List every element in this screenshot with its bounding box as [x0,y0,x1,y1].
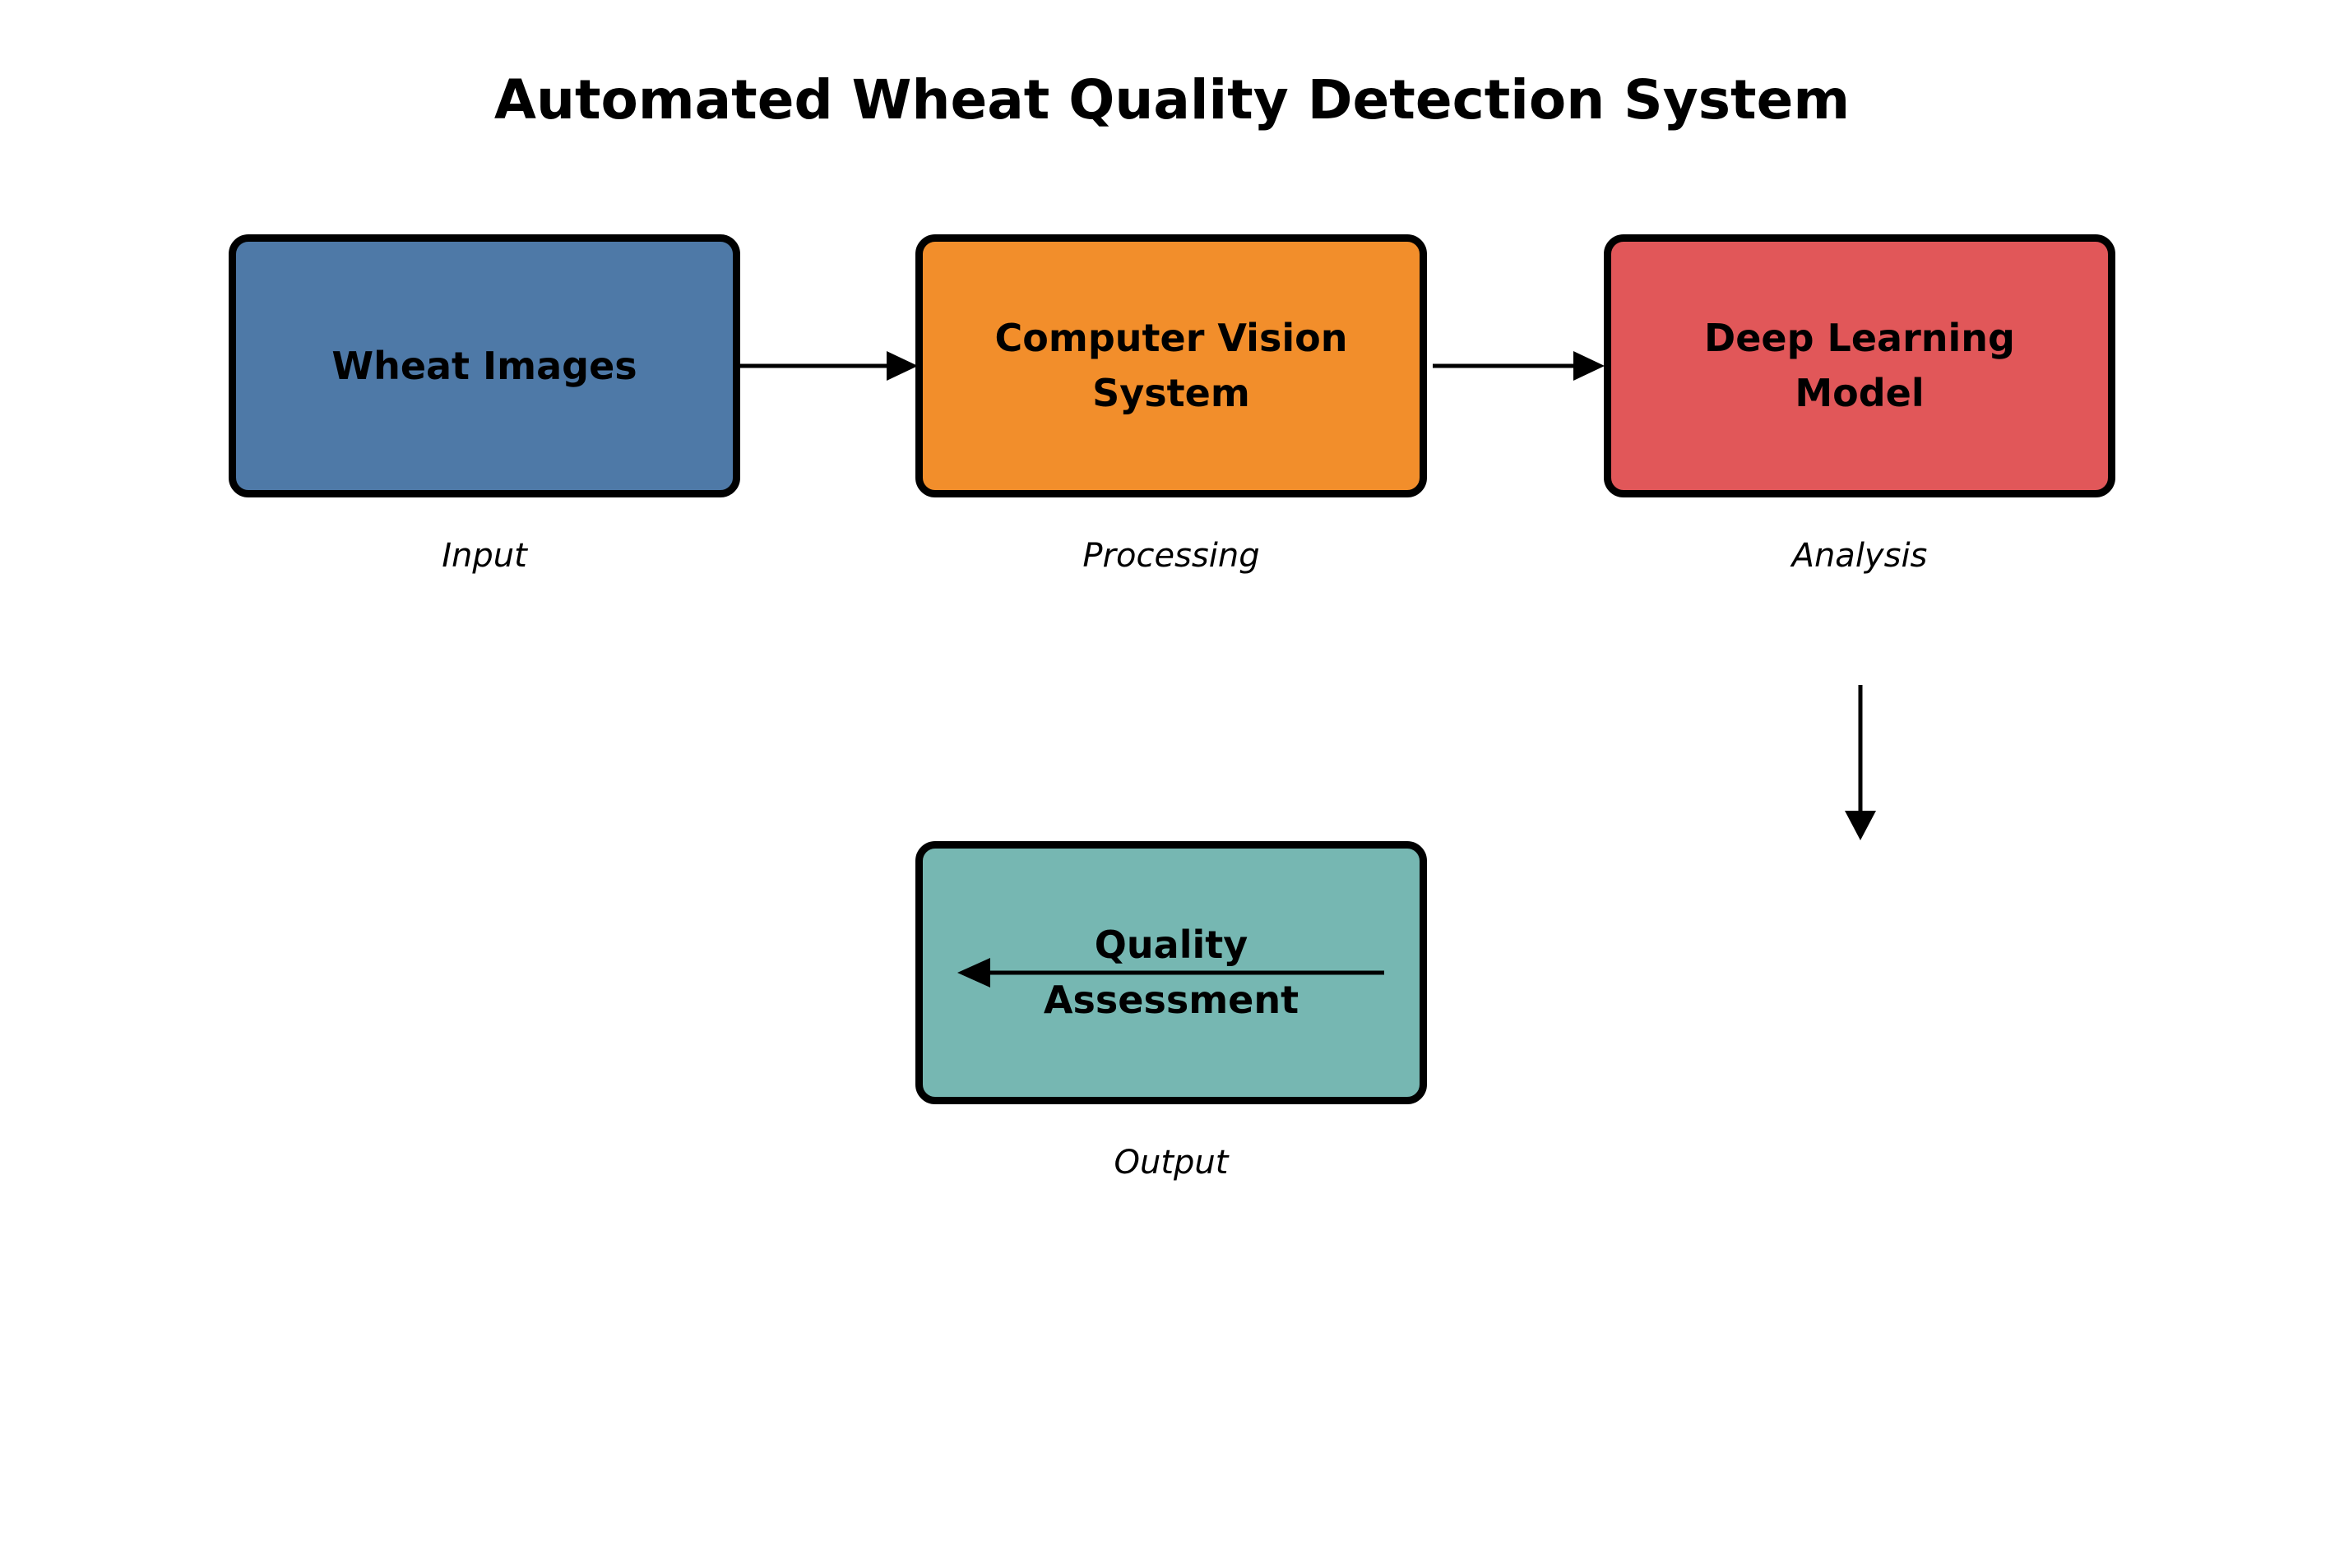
node-computer-vision-system: Computer Vision System [915,234,1427,497]
diagram-title: Automated Wheat Quality Detection System [493,68,1851,132]
node-label-computer-vision-system: Computer Vision System [994,316,1348,415]
arrowhead-right-icon [887,351,918,381]
arrow-processing-to-analysis [1433,351,1605,381]
stage-label-input: Input [442,537,527,575]
arrow-input-to-processing [734,351,918,381]
node-label-wheat-images: Wheat Images [331,343,637,388]
stage-label-analysis: Analysis [1791,537,1928,575]
node-label-quality-assessment: Quality Assessment [1043,923,1299,1022]
node-wheat-images: Wheat Images [229,234,740,497]
node-label-deep-learning-model: Deep Learning Model [1704,316,2015,415]
arrowhead-down-icon [1845,811,1876,840]
stage-label-processing: Processing [1082,537,1260,575]
arrowhead-right-icon [1573,351,1605,381]
stage-label-output: Output [1114,1144,1229,1182]
node-quality-assessment: Quality Assessment [915,841,1427,1104]
arrow-analysis-down [1845,685,1876,840]
node-deep-learning-model: Deep Learning Model [1604,234,2115,497]
